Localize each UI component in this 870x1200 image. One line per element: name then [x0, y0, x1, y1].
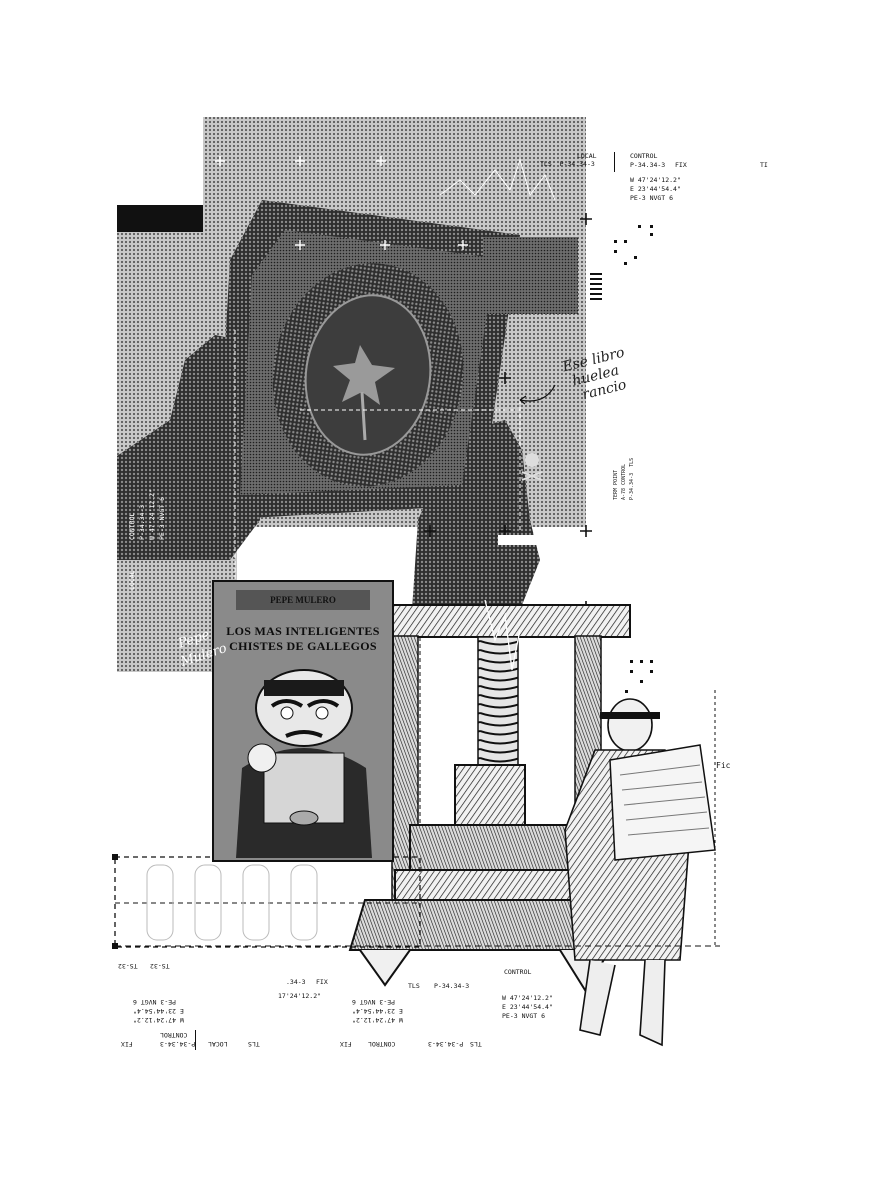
telemetry-w: W 47'24'12.2"	[630, 176, 681, 184]
scribble	[439, 158, 556, 201]
vertical-pe: PE-3 NVGT 6	[158, 496, 166, 540]
mirror-e: E 23'44'54.4"	[133, 1007, 184, 1015]
bottom-pe: PE-3 NVGT 6	[502, 1012, 546, 1020]
bottom-tls: TLS	[408, 982, 420, 990]
mirror-ts: TS-32	[118, 962, 138, 970]
man-reading	[564, 698, 716, 1047]
bottom-e: E 23'44'54.4"	[502, 1003, 553, 1011]
black-bar	[117, 205, 203, 232]
vertical-local: LOCAL	[128, 570, 136, 590]
dot-cluster-top	[614, 225, 653, 265]
crosshair-markers	[215, 156, 468, 250]
mirror-local: LOCAL	[208, 1040, 228, 1048]
mirror-control-code: P-34.34-3	[160, 1040, 196, 1048]
dot-cluster-mid	[625, 660, 653, 693]
telemetry-local: LOCAL	[577, 152, 597, 160]
man-label: Fic	[716, 761, 731, 770]
cover-illustration	[236, 669, 372, 858]
right-vertical-line2: A-78 CONTROL	[621, 463, 627, 500]
telemetry-e: E 23'44'54.4"	[630, 185, 681, 193]
mirror-w-2: W 47'24'12.2"	[352, 1016, 403, 1024]
mirror-ts2: TS-32	[150, 962, 170, 970]
bottom-control: CONTROL	[504, 968, 532, 976]
antique-book	[215, 200, 520, 520]
measurement-frame	[114, 856, 421, 948]
telemetry-control: CONTROL	[630, 152, 658, 160]
gray-block	[483, 237, 578, 314]
barcode-strip	[590, 273, 602, 300]
mirror-tls-code: P-34.34-3	[428, 1040, 464, 1048]
mirror-fix: FIX	[316, 978, 328, 986]
right-vertical-line1: TERM POINT	[613, 469, 619, 500]
note-arrow-icon	[519, 384, 556, 402]
mirror-code: .34-3	[286, 978, 306, 986]
mirror-fix2: FIX	[121, 1040, 133, 1048]
telemetry-control-code: P-34.34-3	[630, 161, 666, 169]
mirror-divider	[195, 1030, 196, 1050]
vertical-control: CONTROL	[128, 512, 136, 540]
mirror-w: W 47'24'12.2"	[133, 1016, 184, 1024]
telemetry-fix: FIX	[675, 161, 687, 169]
mirror-tls: TLS	[248, 1040, 260, 1048]
white-patch	[498, 535, 543, 545]
skull-icon	[521, 453, 543, 481]
telemetry-pe: PE-3 NVGT 6	[630, 194, 674, 202]
scribble-2	[484, 599, 521, 671]
mirror-tls-2: TLS	[470, 1040, 482, 1048]
bottom-code: P-34.34-3	[434, 982, 470, 990]
book-cover: PEPE MULERO LOS MAS INTELIGENTES CHISTES…	[212, 580, 394, 862]
mirror-coord: 17'24'12.2"	[278, 992, 322, 1000]
bottom-w: W 47'24'12.2"	[502, 994, 553, 1002]
vertical-code: P-34.34-3	[138, 504, 146, 540]
cover-title-line1: LOS MAS INTELIGENTES	[226, 624, 380, 638]
cover-author: PEPE MULERO	[270, 595, 336, 605]
telemetry-divider	[614, 152, 615, 172]
mirror-pe-2: PE-3 NVGT 6	[352, 998, 396, 1006]
note-arrow-head-icon	[519, 395, 527, 405]
cover-title-line2: CHISTES DE GALLEGOS	[229, 639, 377, 653]
vertical-w: W 47'24'12.2"	[148, 489, 156, 540]
cover-author-band: PEPE MULERO	[236, 590, 370, 610]
right-vertical-line3: P-34.34-3 TLS	[629, 457, 635, 500]
mirror-control: CONTROL	[160, 1031, 188, 1039]
telemetry-left: TLS P-34.34-3	[540, 160, 595, 168]
telemetry-tl: TI	[760, 161, 768, 169]
mirror-e-2: E 23'44'54.4"	[352, 1007, 403, 1015]
mirror-pe: PE-3 NVGT 6	[133, 998, 177, 1006]
mirror-fix-3: FIX	[340, 1040, 352, 1048]
mirror-control-2: CONTROL	[368, 1040, 396, 1048]
guide-lines	[234, 330, 521, 630]
